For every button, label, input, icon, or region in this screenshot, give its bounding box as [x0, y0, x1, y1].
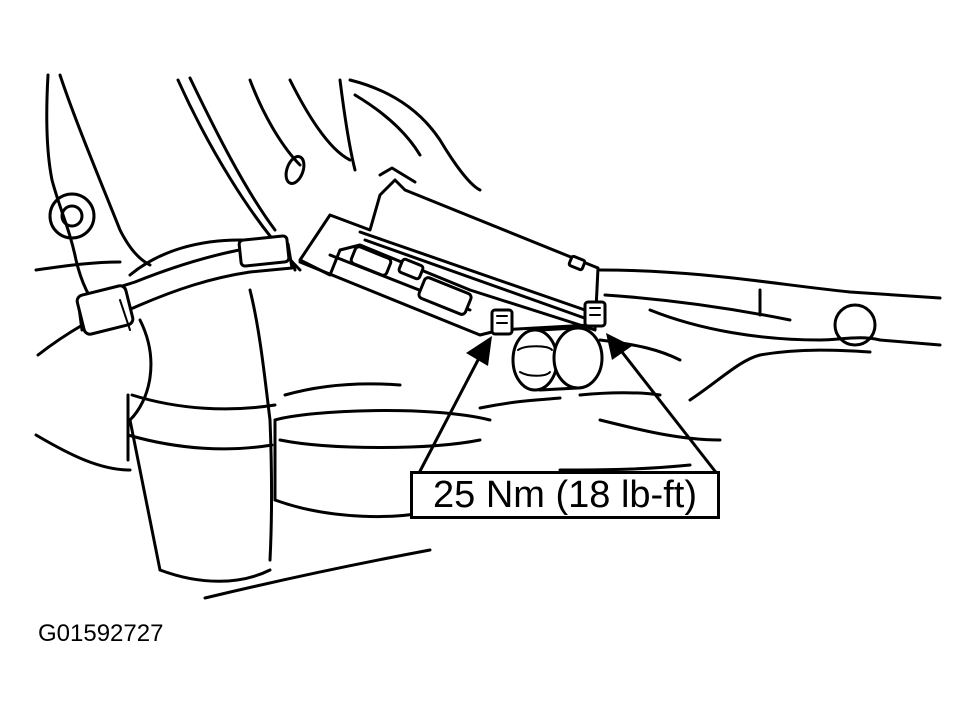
- right-manifold: [558, 268, 942, 472]
- torque-callout-box: 25 Nm (18 lb-ft): [410, 471, 720, 519]
- bolt-right-icon: [583, 300, 607, 328]
- sensor-connector: [478, 326, 682, 410]
- torque-spec-label: 25 Nm (18 lb-ft): [433, 473, 697, 516]
- module-bracket: [298, 166, 600, 337]
- figure-id-label: G01592727: [38, 620, 164, 647]
- bolt-left-icon: [490, 308, 514, 336]
- hose-clamp: [75, 234, 294, 336]
- callout-arrow-left: [416, 336, 492, 477]
- callout-arrow-right: [606, 333, 720, 477]
